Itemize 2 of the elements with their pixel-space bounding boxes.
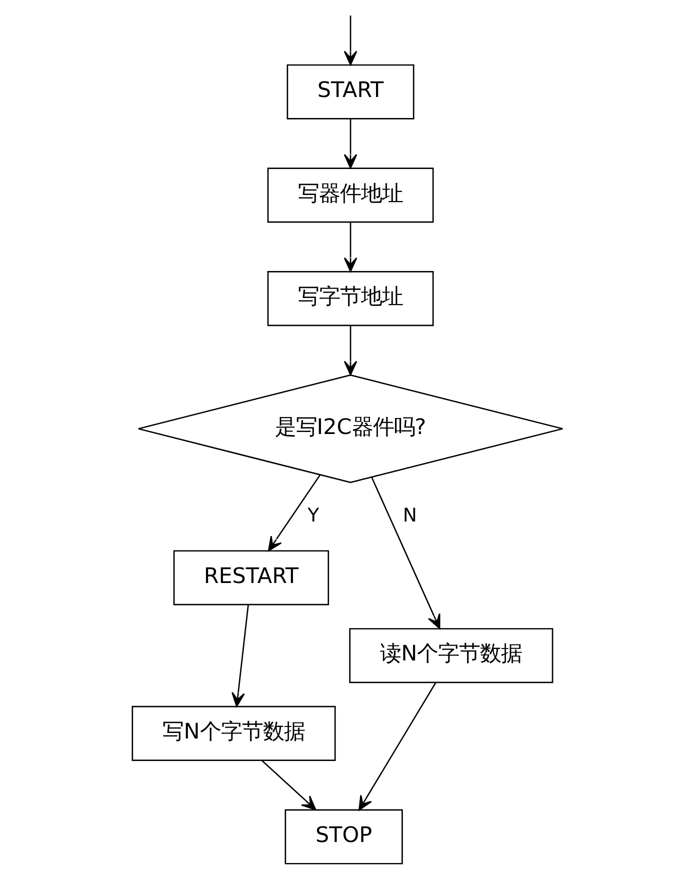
edge-label: N (402, 505, 416, 526)
edge-label: Y (307, 505, 319, 526)
